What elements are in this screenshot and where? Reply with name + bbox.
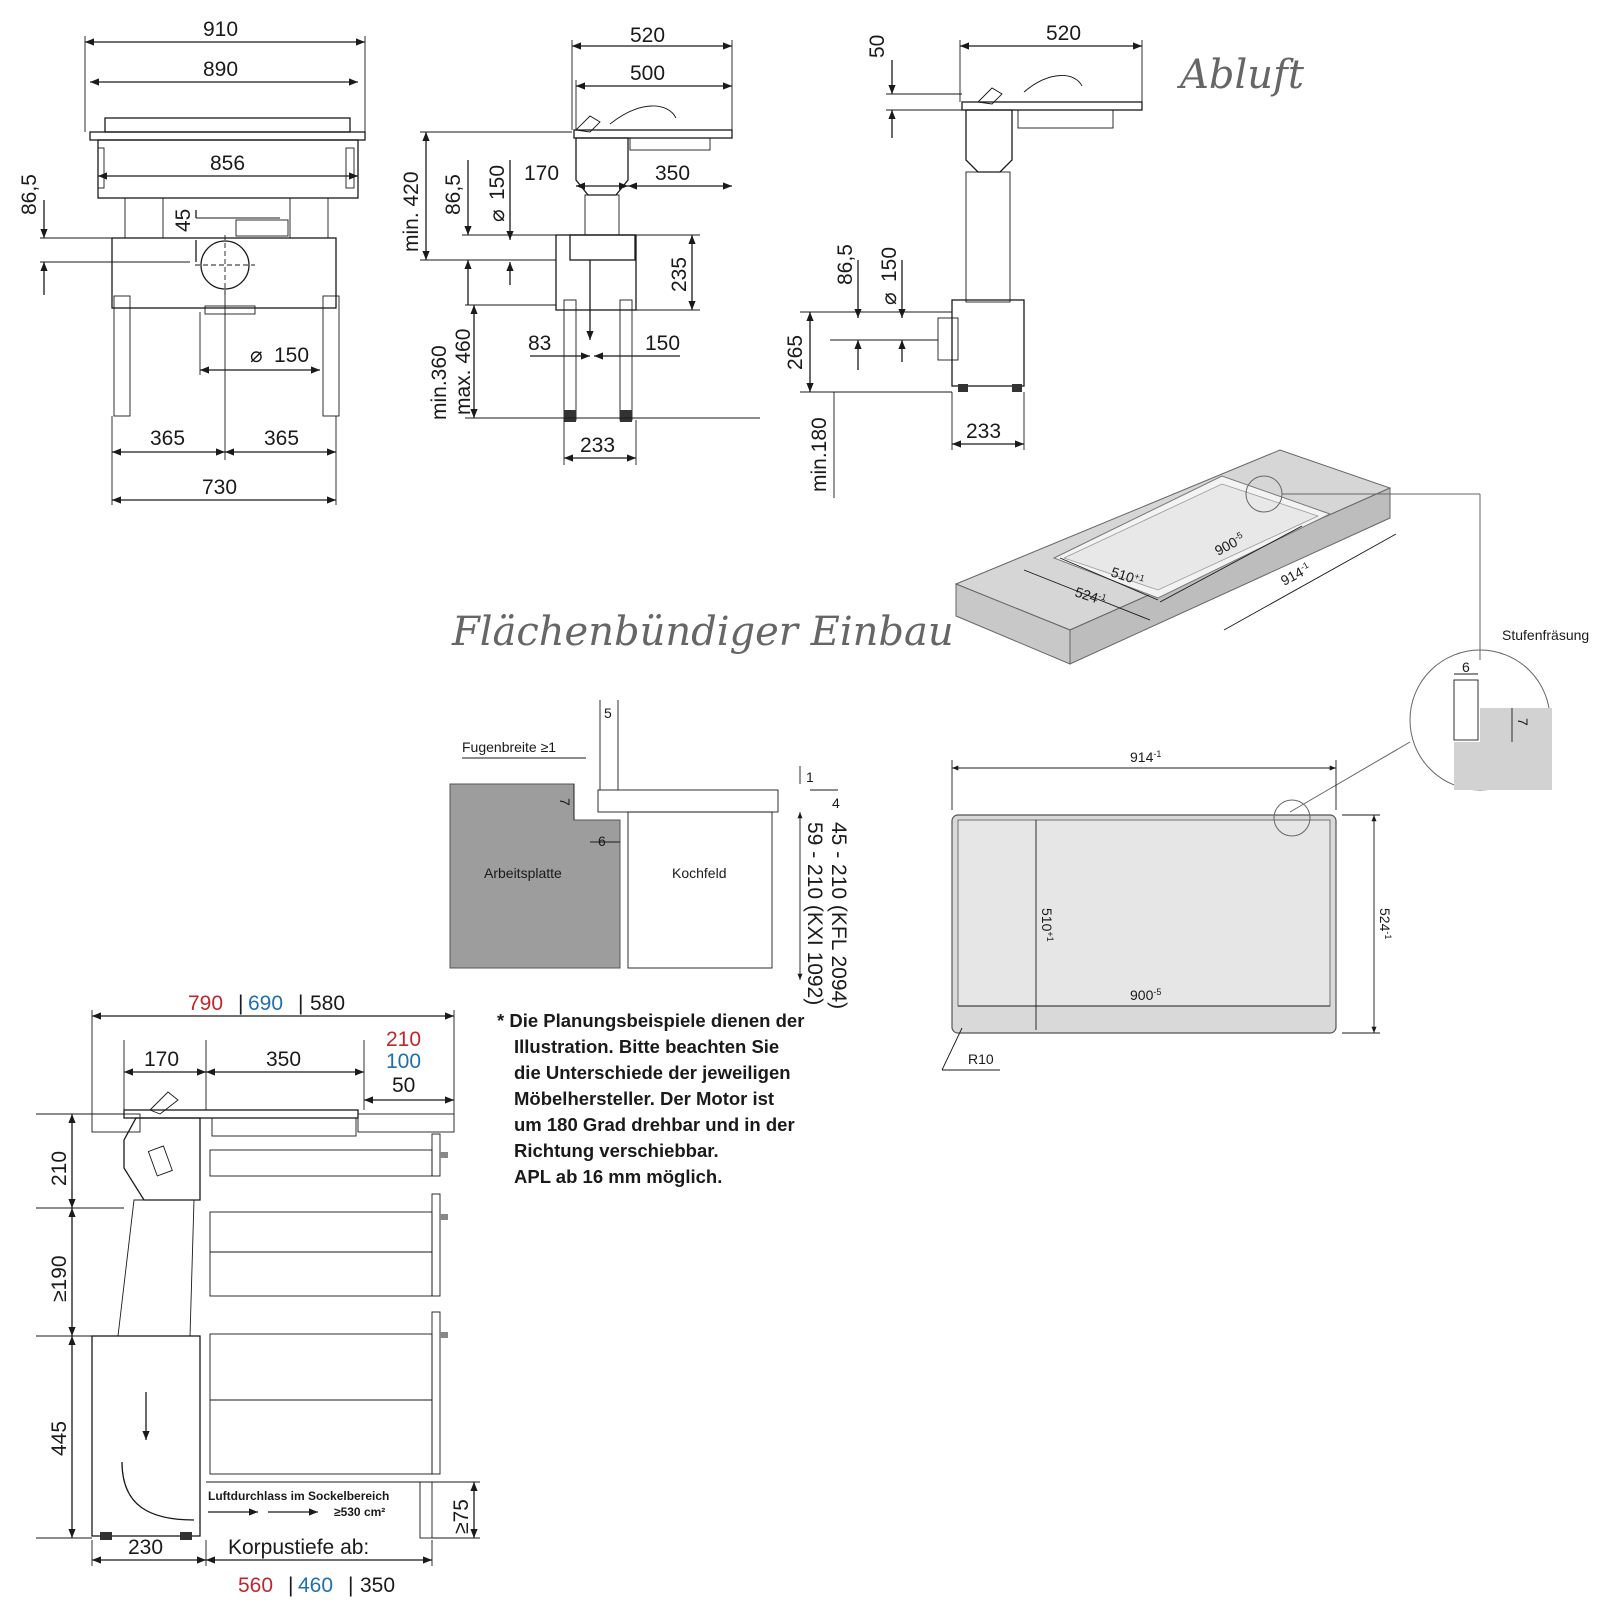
side-dia-150: 150 [486,165,509,200]
cab-width-170: 170 [144,1048,179,1071]
front-width-365-right: 365 [264,427,299,450]
section-fugenbreite: Fugenbreite ≥1 [462,739,556,755]
side-width-520: 520 [630,24,665,47]
detail-title: Stufenfräsung [1502,627,1589,643]
section-range-kxi: 59 - 210 (KXI 1092) [803,822,826,1005]
section-height-7: 7 [557,798,573,806]
plan-dim-524: 524-1 [1377,908,1393,939]
cab-top-790: 790 [188,992,223,1015]
cab-width-230: 230 [128,1536,163,1559]
cab-width-350: 350 [266,1048,301,1071]
detail-height-7: 7 [1515,718,1531,726]
front-height-45: 45 [172,209,195,232]
side-width-83: 83 [528,332,551,355]
front-width-890: 890 [203,58,238,81]
side-min-360: min.360 [428,345,451,420]
side-dia-symbol: ⌀ [486,209,509,222]
abluft-height-265: 265 [784,335,807,370]
abluft-height-86-5: 86,5 [834,244,857,285]
cab-height-75: ≥75 [450,1499,473,1534]
section-kochfeld: Kochfeld [672,865,726,881]
cutout-plan: 914-1 510+1 900-5 524-1 R10 [941,749,1393,1071]
cab-height-445: 445 [48,1421,71,1456]
cabinet-section: 790 | 690 | 580 170 350 210 100 50 210 ≥… [36,992,480,1597]
cab-height-210: 210 [48,1151,71,1186]
front-dia-150: 150 [274,344,309,367]
section-width-5: 5 [604,705,612,721]
cab-luft-line-2: ≥530 cm² [334,1505,385,1519]
front-width-365-left: 365 [150,427,185,450]
iso-dim-510: 510+1 [1109,564,1146,590]
plan-dim-510: 510+1 [1039,908,1055,942]
side-width-233: 233 [580,434,615,457]
side-width-170: 170 [524,162,559,185]
cab-top-sep-2: | [298,992,303,1015]
cab-right-210: 210 [386,1028,421,1051]
note-line-3: die Unterschiede der jeweiligen [514,1062,791,1083]
note-line-1: * Die Planungsbeispiele dienen der [497,1010,804,1031]
side-width-500: 500 [630,62,665,85]
front-width-910: 910 [203,18,238,41]
abluft-view: 520 50 86,5 ⌀ 150 265 min.180 233 [784,22,1143,498]
cab-bottom-sep-2: | [348,1574,353,1597]
abluft-min-180: min.180 [808,417,831,492]
front-width-730: 730 [202,476,237,499]
plan-dim-900: 900-5 [1130,987,1161,1003]
side-height-235: 235 [668,257,691,292]
front-width-856: 856 [210,152,245,175]
abluft-dia-symbol: ⌀ [878,292,901,305]
side-height-86-5: 86,5 [442,174,465,215]
front-height-86-5: 86,5 [18,174,41,215]
note-line-6: Richtung verschiebbar. [514,1140,719,1161]
front-dia-symbol: ⌀ [250,344,263,367]
note-line-4: Möbelhersteller. Der Motor ist [514,1088,774,1109]
cab-bottom-350: 350 [360,1574,395,1597]
side-view: 520 500 170 350 min. 420 86,5 ⌀ 150 235 … [400,24,760,465]
note-line-2: Illustration. Bitte beachten Sie [514,1036,779,1057]
cab-bottom-460: 460 [298,1574,333,1597]
note-line-7: APL ab 16 mm möglich. [514,1166,722,1187]
front-view: 910 890 856 86,5 45 ⌀ 150 365 365 730 [18,18,366,505]
section-height-1: 1 [806,769,814,785]
side-min-420: min. 420 [400,171,423,252]
plan-width-914: 914-1 [1130,749,1161,765]
cab-height-190: ≥190 [48,1255,71,1302]
cab-right-100: 100 [386,1050,421,1073]
cab-right-50: 50 [392,1074,415,1097]
note-line-5: um 180 Grad drehbar und in der [514,1114,795,1135]
iso-dim-524: 524-1 [1073,584,1108,609]
detail-stufenfraesung: Stufenfräsung 6 7 [1289,627,1589,813]
planning-note: * Die Planungsbeispiele dienen der Illus… [497,1010,804,1187]
abluft-height-50: 50 [866,35,889,58]
cab-top-sep-1: | [238,992,243,1015]
abluft-dia-150: 150 [878,247,901,282]
heading-flush-mount: Flächenbündiger Einbau [451,609,954,655]
section-height-4: 4 [832,795,840,811]
iso-worktop-view: 510+1 900-5 524-1 914-1 [954,449,1481,665]
cab-korpustiefe: Korpustiefe ab: [228,1536,369,1559]
cab-top-580: 580 [310,992,345,1015]
detail-width-6: 6 [1462,659,1470,675]
plan-radius-r10: R10 [968,1051,994,1067]
abluft-width-520: 520 [1046,22,1081,45]
side-max-460: max. 460 [452,329,475,415]
section-range-kfl: 45 - 210 (KFL 2094) [827,822,850,1009]
section-view: Arbeitsplatte Kochfeld Fugenbreite ≥1 5 … [449,700,850,1009]
cab-bottom-560: 560 [238,1574,273,1597]
heading-abluft: Abluft [1176,52,1305,98]
abluft-width-233: 233 [966,420,1001,443]
section-width-6: 6 [598,833,606,849]
cab-bottom-sep-1: | [288,1574,293,1597]
section-arbeitsplatte: Arbeitsplatte [484,865,562,881]
cab-top-690: 690 [248,992,283,1015]
side-width-350: 350 [655,162,690,185]
cab-luft-line-1: Luftdurchlass im Sockelbereich [208,1489,389,1503]
side-width-150: 150 [645,332,680,355]
